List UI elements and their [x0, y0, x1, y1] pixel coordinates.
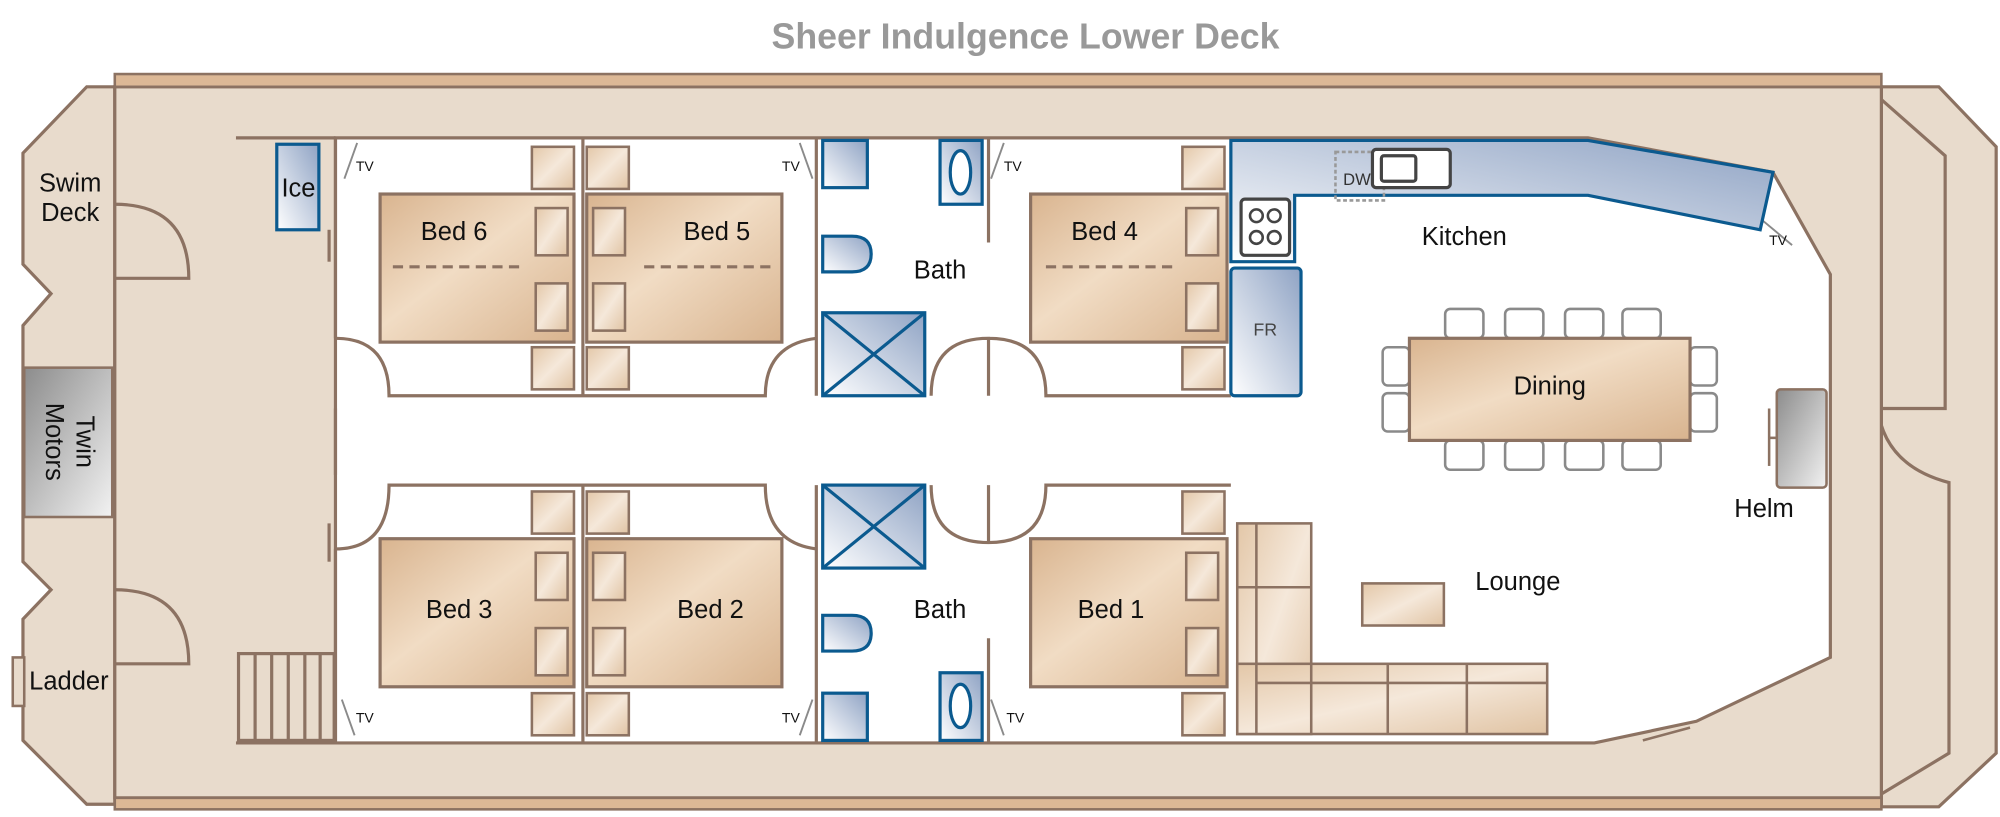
page-title: Sheer Indulgence Lower Deck — [772, 16, 1280, 56]
helm-label: Helm — [1734, 495, 1794, 523]
svg-text:TV: TV — [1004, 158, 1023, 174]
twin-motors-label-2: Motors — [40, 403, 68, 481]
kitchen: DW FR Kitchen — [1229, 138, 1775, 398]
bath-top: Bath — [821, 138, 984, 398]
bidet — [821, 613, 873, 653]
shower — [821, 483, 927, 570]
dishwasher-label: DW — [1343, 170, 1371, 189]
kitchen-counter — [1229, 138, 1775, 264]
kitchen-label: Kitchen — [1422, 223, 1507, 251]
side-door — [1642, 726, 1691, 742]
ice-label: Ice — [281, 175, 315, 203]
bed-1-label: Bed 1 — [1078, 596, 1145, 624]
swim-deck-label-2: Deck — [41, 199, 99, 227]
bed-5-label: Bed 5 — [684, 218, 751, 246]
bed-2-label: Bed 2 — [677, 596, 744, 624]
fridge — [1229, 266, 1303, 398]
bed-6: Bed 6 — [378, 145, 576, 391]
coffee-table — [1360, 582, 1446, 627]
swim-deck-label: Swim — [39, 169, 101, 197]
svg-text:TV: TV — [1769, 232, 1788, 248]
bed-6-label: Bed 6 — [421, 218, 488, 246]
twin-motors-label: Twin — [71, 415, 99, 467]
lounge: Lounge — [1235, 522, 1560, 736]
bed-1: Bed 1 — [1029, 490, 1229, 737]
dining-table — [1407, 336, 1692, 443]
sink-icon — [1370, 147, 1452, 190]
fridge-label: FR — [1253, 320, 1277, 340]
ladder — [11, 656, 26, 708]
bed-4-label: Bed 4 — [1071, 218, 1138, 246]
bed-3-label: Bed 3 — [426, 596, 493, 624]
stove-icon — [1239, 197, 1292, 257]
bed-4: Bed 4 — [1029, 145, 1229, 391]
bath-bottom-label: Bath — [914, 596, 966, 624]
bed-3: Bed 3 — [378, 490, 576, 737]
svg-text:TV: TV — [782, 158, 801, 174]
shower — [821, 311, 927, 398]
bed-5: Bed 5 — [585, 145, 784, 391]
bath-top-label: Bath — [914, 256, 966, 284]
ladder-label: Ladder — [29, 667, 109, 695]
sink — [821, 138, 869, 190]
svg-text:TV: TV — [1006, 710, 1025, 726]
ice-machine — [275, 142, 321, 232]
bidet — [821, 234, 873, 274]
lounge-label: Lounge — [1475, 568, 1560, 596]
twin-motors — [22, 366, 114, 519]
sink — [821, 691, 869, 743]
cabin-walls — [327, 137, 1231, 743]
bath-bottom: Bath — [821, 483, 984, 743]
bed-2: Bed 2 — [585, 490, 784, 737]
tv-icons: TV TV TV TV TV TV TV — [340, 142, 1793, 736]
svg-text:TV: TV — [782, 710, 801, 726]
helm: Helm — [1734, 388, 1828, 523]
svg-text:TV: TV — [356, 710, 375, 726]
svg-text:TV: TV — [356, 158, 375, 174]
dining-label: Dining — [1514, 372, 1586, 400]
dining: Dining — [1381, 307, 1719, 472]
